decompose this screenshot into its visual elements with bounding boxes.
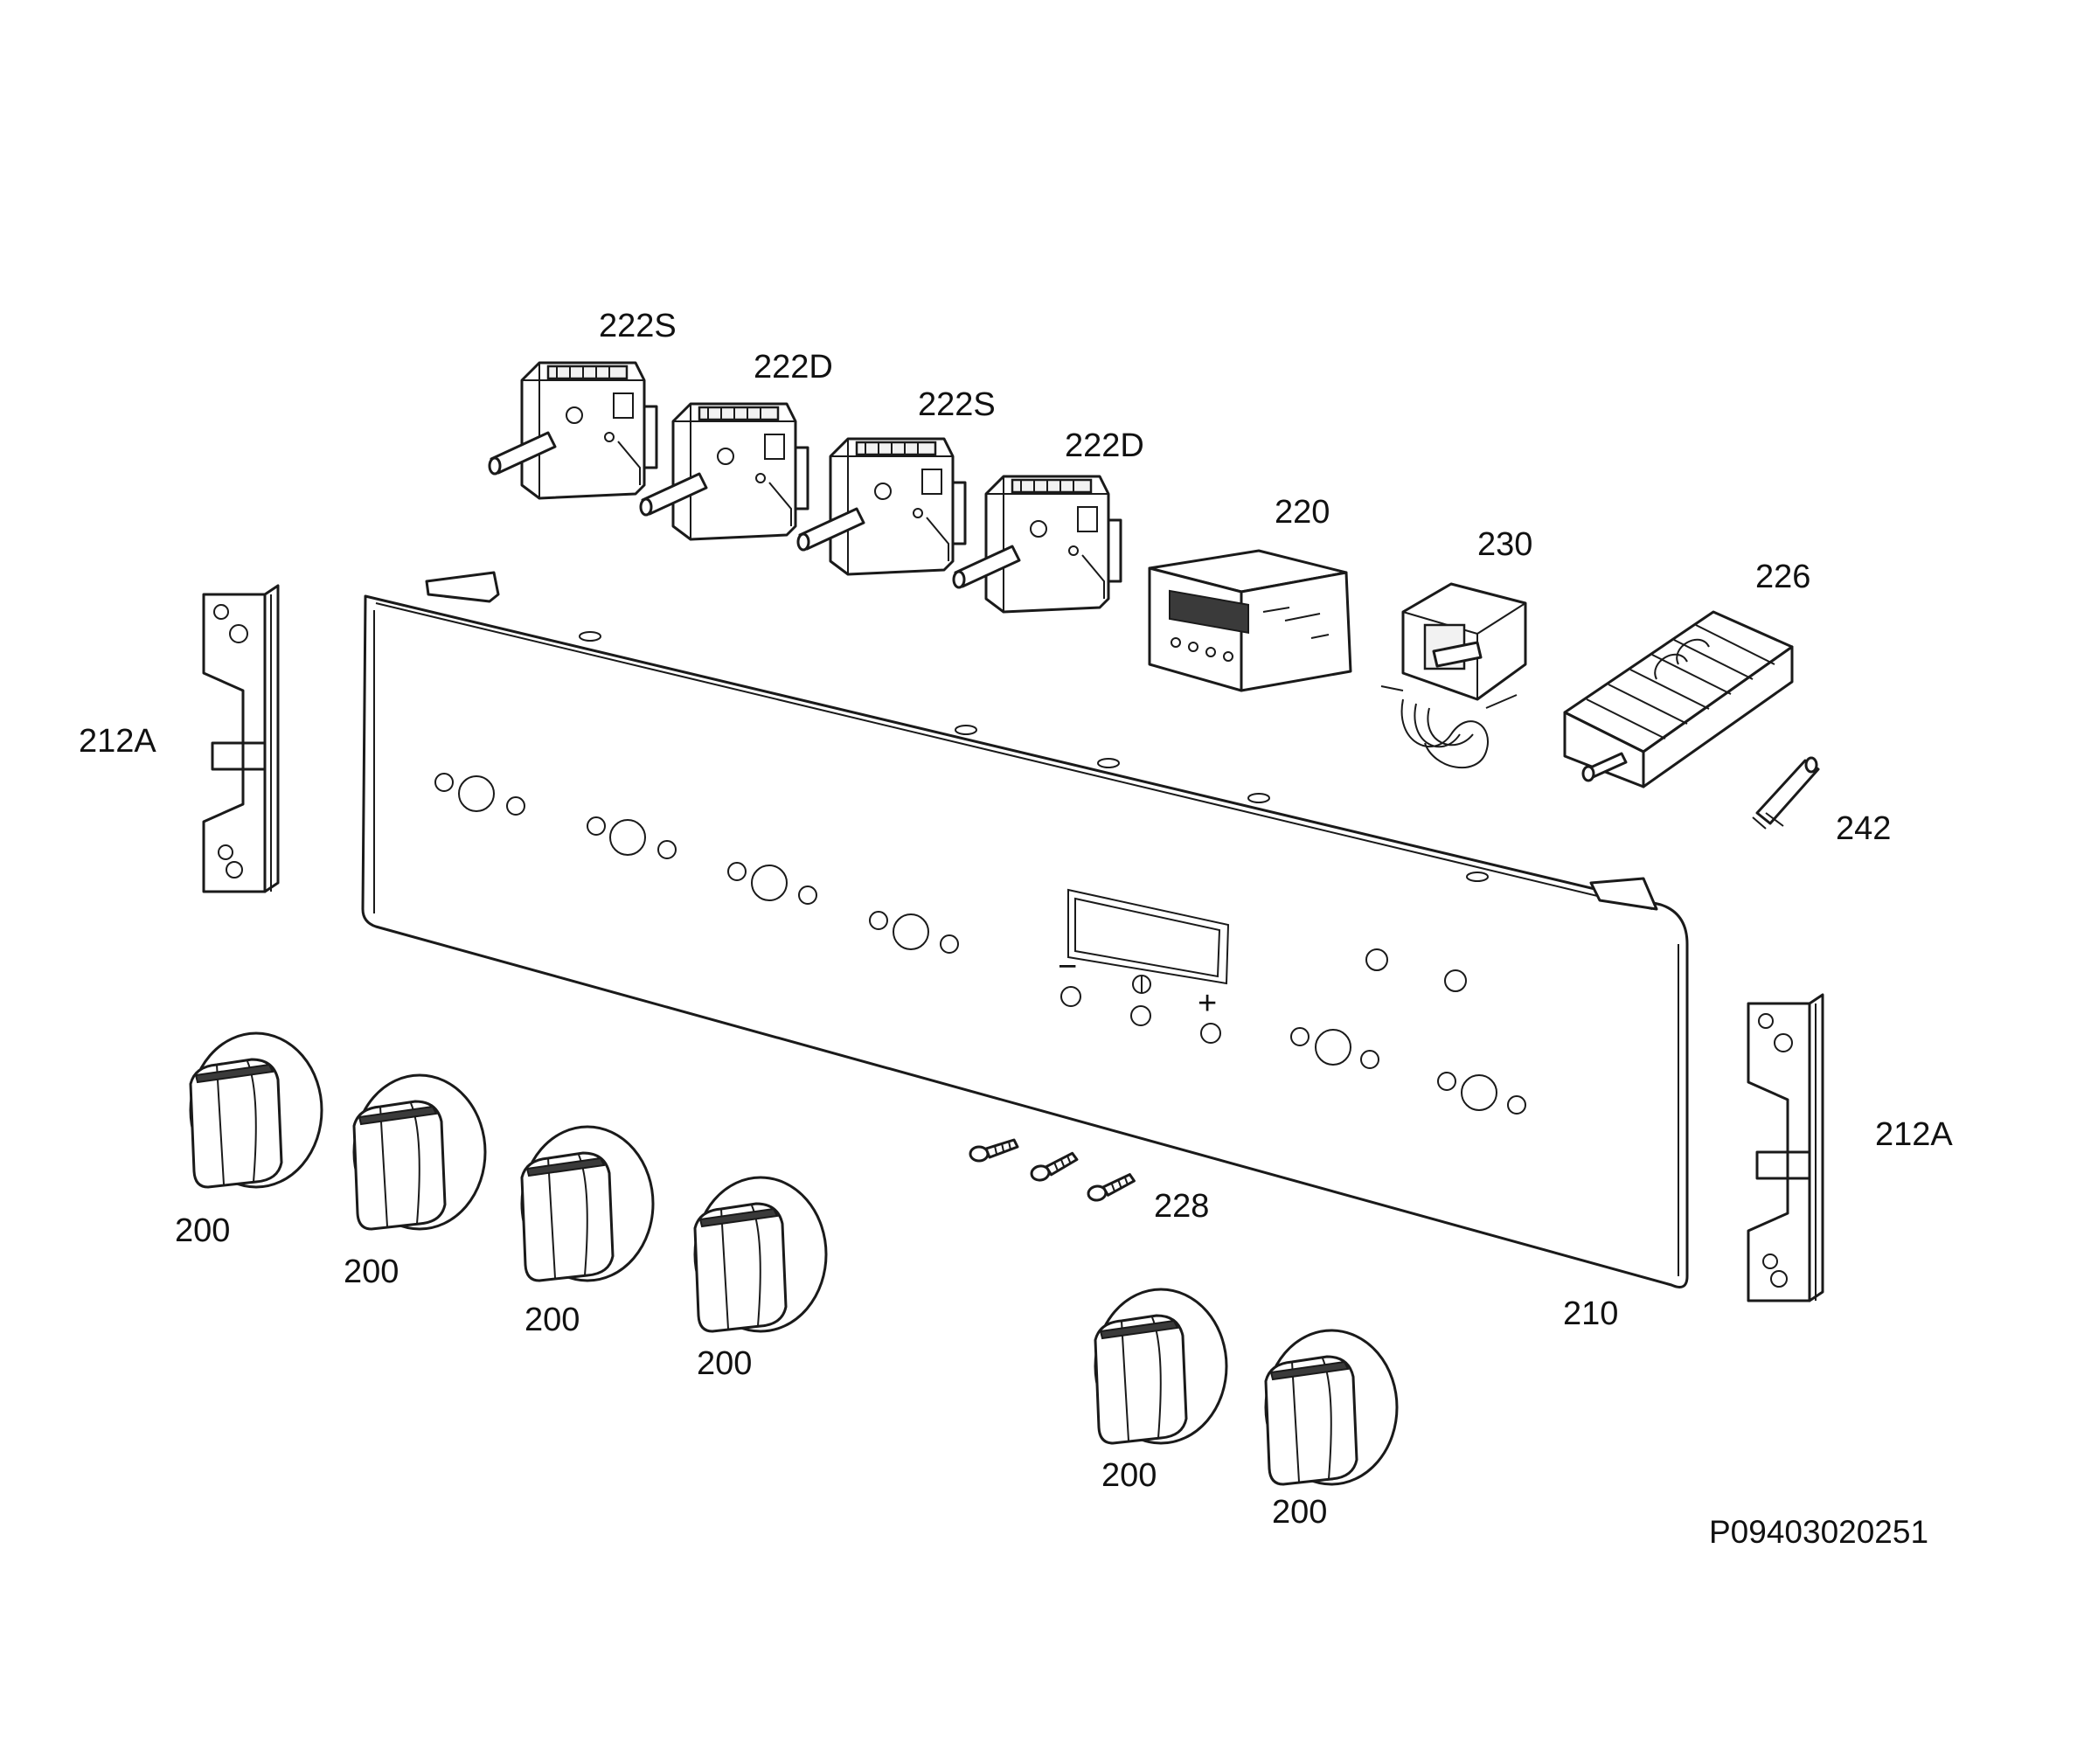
screws-228 (969, 1138, 1138, 1203)
label-200-6: 200 (1272, 1494, 1327, 1531)
minus-symbol: − (1058, 948, 1077, 985)
control-knob-200-5 (1094, 1288, 1228, 1445)
knob-holes-4 (869, 911, 959, 954)
indicator-hole-2 (1444, 969, 1467, 992)
plus-symbol: + (1198, 985, 1217, 1022)
label-212a-left: 212A (79, 723, 156, 760)
label-210: 210 (1563, 1295, 1618, 1332)
electronic-timer-220 (1148, 549, 1352, 692)
label-222s-1: 222S (599, 308, 677, 344)
label-212a-right: 212A (1875, 1116, 1953, 1153)
energy-regulator-switch-222d-2 (952, 475, 1122, 614)
label-222d-2: 222D (1065, 427, 1144, 464)
label-228: 228 (1154, 1188, 1209, 1225)
control-panel-210: − + (361, 571, 1689, 1288)
label-242: 242 (1836, 810, 1891, 847)
timer-button-clock (1130, 1005, 1151, 1026)
label-222d-1: 222D (754, 349, 833, 385)
timer-button-plus (1200, 1023, 1221, 1044)
label-200-3: 200 (524, 1302, 580, 1338)
label-200-2: 200 (344, 1254, 399, 1290)
knob-holes-2 (587, 816, 677, 859)
label-200-1: 200 (175, 1212, 230, 1249)
knob-holes-1 (434, 773, 525, 816)
label-226: 226 (1755, 559, 1810, 595)
energy-regulator-switch-222s-2 (796, 437, 967, 576)
energy-regulator-switch-222d-1 (639, 402, 809, 541)
oven-lamp-242 (1752, 756, 1820, 830)
control-knob-200-2 (352, 1073, 487, 1231)
control-knob-200-1 (189, 1031, 323, 1189)
timer-display-window (1067, 888, 1230, 985)
label-222s-2: 222S (918, 386, 996, 423)
label-220: 220 (1275, 494, 1330, 531)
thermostat-230 (1380, 582, 1527, 768)
control-knob-200-6 (1264, 1329, 1399, 1486)
label-200-4: 200 (697, 1345, 752, 1382)
control-knob-200-4 (693, 1176, 828, 1333)
control-knob-200-3 (520, 1125, 655, 1282)
label-230: 230 (1477, 526, 1532, 563)
knob-holes-3 (727, 862, 817, 905)
knob-holes-5 (1290, 1027, 1379, 1069)
drawing-code: P09403020251 (1709, 1514, 1928, 1550)
side-bracket-212a-right (1747, 993, 1824, 1302)
indicator-hole-1 (1365, 948, 1388, 971)
energy-regulator-switch-222s-1 (488, 361, 658, 500)
side-bracket-212a-left (202, 584, 280, 893)
label-200-5: 200 (1101, 1457, 1157, 1494)
selector-switch-226 (1563, 610, 1794, 788)
knob-holes-6 (1437, 1072, 1526, 1115)
timer-button-minus (1060, 986, 1081, 1007)
